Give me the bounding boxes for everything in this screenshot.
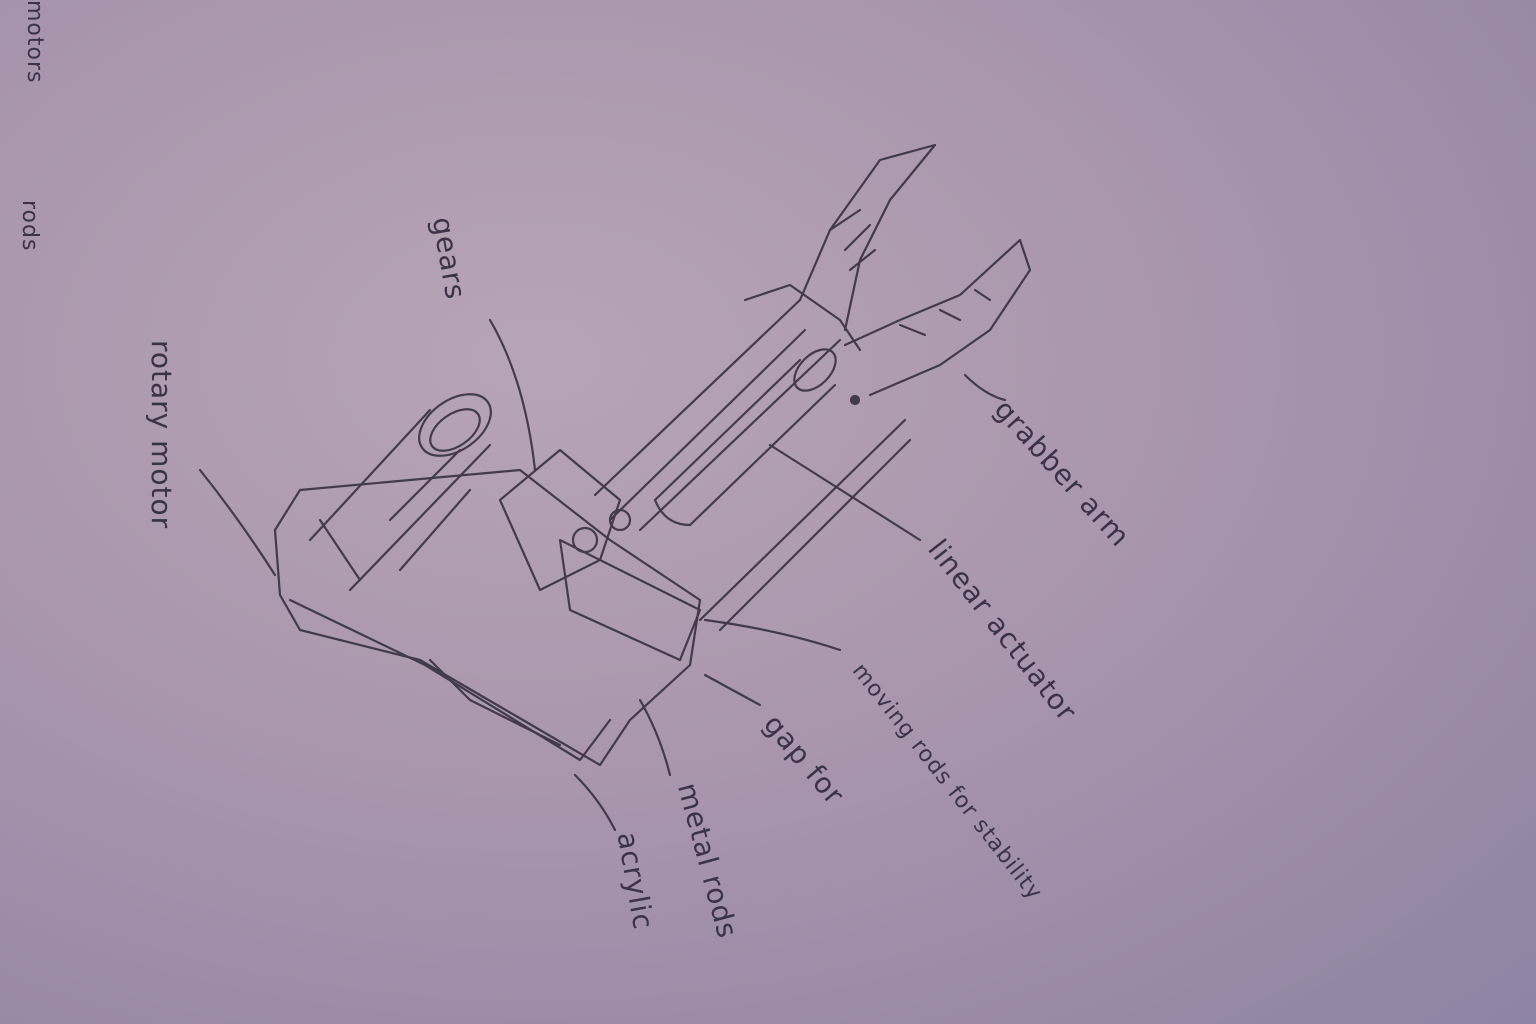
leader-grabber [965, 375, 1005, 400]
label-edge-fragment-2: rods [18, 200, 40, 251]
frame-left-rod [595, 300, 800, 495]
acrylic-base [275, 470, 700, 765]
leader-acrylic [575, 775, 615, 830]
linear-actuator-top [787, 342, 844, 399]
leader-rotary-motor [200, 470, 275, 575]
leader-gears [490, 320, 535, 470]
grabber-claw-right [845, 240, 1030, 395]
grabber-claw-left [800, 145, 935, 330]
frame-right-rod [700, 420, 905, 620]
linear-actuator [655, 360, 835, 525]
label-edge-fragment-1: motors [23, 0, 45, 83]
rotary-motor-body [310, 410, 490, 590]
leader-gap [705, 675, 760, 705]
leader-metal-rods [640, 700, 670, 775]
label-rotary-motor: rotary motor [147, 340, 175, 529]
leader-actuator [770, 445, 920, 540]
